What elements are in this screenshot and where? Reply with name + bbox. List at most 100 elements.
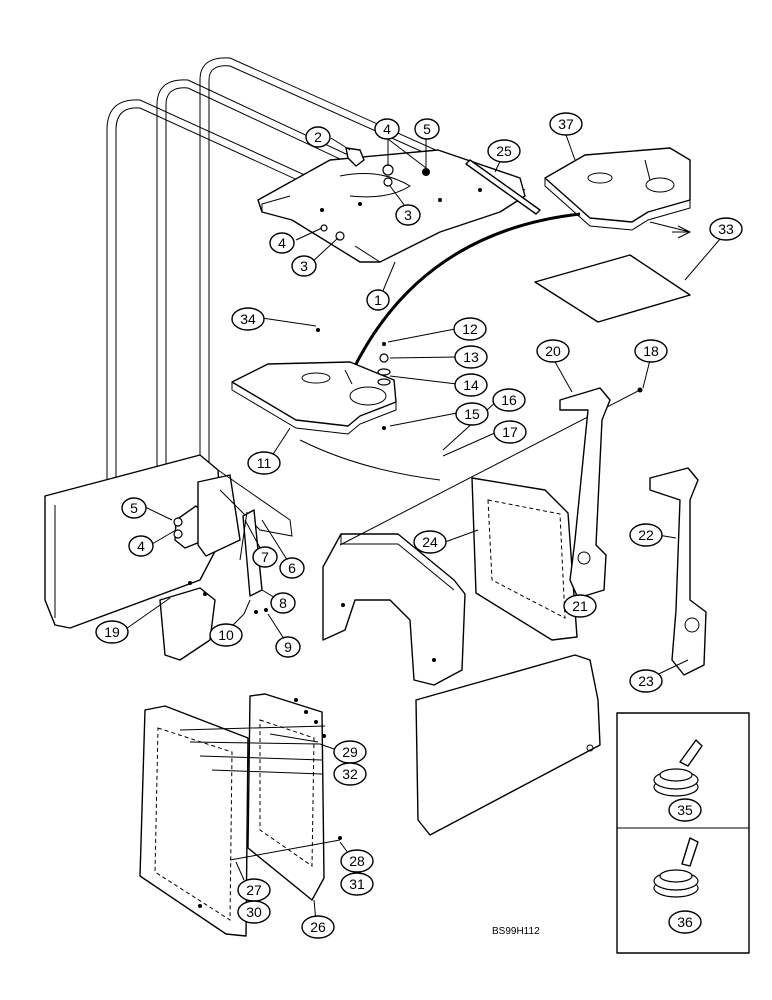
callout-24: 24 xyxy=(413,530,447,554)
callout-7: 7 xyxy=(252,546,278,568)
callout-23: 23 xyxy=(629,669,663,693)
svg-text:21: 21 xyxy=(572,598,588,614)
svg-text:16: 16 xyxy=(501,392,517,408)
svg-text:5: 5 xyxy=(423,121,431,137)
callout-8: 8 xyxy=(270,592,296,614)
callout-22: 22 xyxy=(629,523,663,547)
svg-text:34: 34 xyxy=(240,311,256,327)
post-20 xyxy=(559,387,611,599)
callout-35: 35 xyxy=(668,798,702,822)
callout-11: 11 xyxy=(247,451,281,475)
callout-18: 18 xyxy=(634,339,668,363)
svg-text:4: 4 xyxy=(383,121,391,137)
figure-code: BS99H112 xyxy=(492,926,540,937)
callout-4b: 4 xyxy=(269,232,295,254)
callout-14: 14 xyxy=(454,373,488,397)
svg-text:6: 6 xyxy=(288,560,296,576)
svg-text:37: 37 xyxy=(558,116,574,132)
long-rods xyxy=(106,57,526,490)
callout-26: 26 xyxy=(301,915,335,939)
svg-text:3: 3 xyxy=(300,258,308,274)
callout-10: 10 xyxy=(209,623,243,647)
callout-36: 36 xyxy=(668,910,702,934)
svg-text:35: 35 xyxy=(677,802,693,818)
svg-text:17: 17 xyxy=(502,424,518,440)
plate-11 xyxy=(231,328,441,481)
callout-2: 2 xyxy=(305,126,331,148)
callout-25: 25 xyxy=(487,139,521,163)
svg-text:2: 2 xyxy=(314,129,322,145)
callout-37: 37 xyxy=(549,112,583,136)
callout-21: 21 xyxy=(563,594,597,618)
svg-text:11: 11 xyxy=(257,455,272,471)
svg-text:13: 13 xyxy=(463,349,479,365)
seal-strip xyxy=(350,212,581,373)
callout-1: 1 xyxy=(366,289,390,311)
svg-text:19: 19 xyxy=(104,624,120,640)
callout-5b: 5 xyxy=(121,497,147,519)
svg-text:25: 25 xyxy=(496,143,512,159)
svg-text:30: 30 xyxy=(246,904,262,920)
svg-text:27: 27 xyxy=(246,882,262,898)
callout-3b: 3 xyxy=(291,255,317,277)
svg-text:12: 12 xyxy=(462,321,478,337)
callout-29: 29 xyxy=(333,740,367,764)
svg-text:36: 36 xyxy=(677,914,693,930)
svg-text:5: 5 xyxy=(130,500,138,516)
leader-lines xyxy=(122,131,727,923)
cover-plate-37 xyxy=(544,147,692,239)
callout-9: 9 xyxy=(275,636,301,658)
callout-6: 6 xyxy=(279,557,305,579)
svg-text:28: 28 xyxy=(349,853,365,869)
callout-13: 13 xyxy=(454,345,488,369)
svg-text:24: 24 xyxy=(422,534,438,550)
svg-text:8: 8 xyxy=(279,595,287,611)
shield-panel xyxy=(179,693,342,901)
svg-text:3: 3 xyxy=(404,207,412,223)
callout-28: 28 xyxy=(340,849,374,873)
svg-text:9: 9 xyxy=(284,639,292,655)
callout-20: 20 xyxy=(536,339,570,363)
callouts: 1 2 3 3 4 4 5 25 37 33 34 12 13 14 15 11… xyxy=(95,112,743,939)
svg-text:26: 26 xyxy=(310,919,326,935)
svg-text:31: 31 xyxy=(349,876,365,892)
callout-19: 19 xyxy=(95,620,129,644)
callout-33: 33 xyxy=(709,217,743,241)
mounting-pan xyxy=(257,149,526,263)
mat-33 xyxy=(534,254,691,323)
callout-27: 27 xyxy=(237,878,271,902)
svg-text:29: 29 xyxy=(342,744,358,760)
callout-12: 12 xyxy=(453,317,487,341)
callout-5a: 5 xyxy=(414,118,440,140)
svg-text:32: 32 xyxy=(342,766,358,782)
callout-3a: 3 xyxy=(395,204,421,226)
callout-4a: 4 xyxy=(374,118,400,140)
door-panel xyxy=(415,654,601,836)
svg-text:15: 15 xyxy=(464,406,480,422)
inset-box xyxy=(616,712,750,954)
callout-4c: 4 xyxy=(128,535,154,557)
svg-text:22: 22 xyxy=(638,527,654,543)
svg-text:23: 23 xyxy=(638,673,654,689)
callout-32: 32 xyxy=(333,762,367,786)
callout-16: 16 xyxy=(492,388,526,412)
svg-text:7: 7 xyxy=(261,549,269,565)
svg-text:33: 33 xyxy=(718,221,734,237)
svg-text:14: 14 xyxy=(463,377,479,393)
svg-text:4: 4 xyxy=(278,235,286,251)
panel-24 xyxy=(471,477,578,641)
callout-15: 15 xyxy=(455,402,489,426)
pan-hardware xyxy=(320,147,541,241)
callout-31: 31 xyxy=(340,872,374,896)
svg-text:4: 4 xyxy=(137,538,145,554)
svg-text:1: 1 xyxy=(374,292,382,308)
callout-34: 34 xyxy=(231,307,265,331)
post-22 xyxy=(649,467,707,676)
callout-30: 30 xyxy=(237,900,271,924)
rear-panel xyxy=(139,705,249,937)
svg-text:10: 10 xyxy=(218,627,234,643)
svg-text:18: 18 xyxy=(643,343,659,359)
callout-17: 17 xyxy=(493,420,527,444)
svg-text:20: 20 xyxy=(545,343,561,359)
